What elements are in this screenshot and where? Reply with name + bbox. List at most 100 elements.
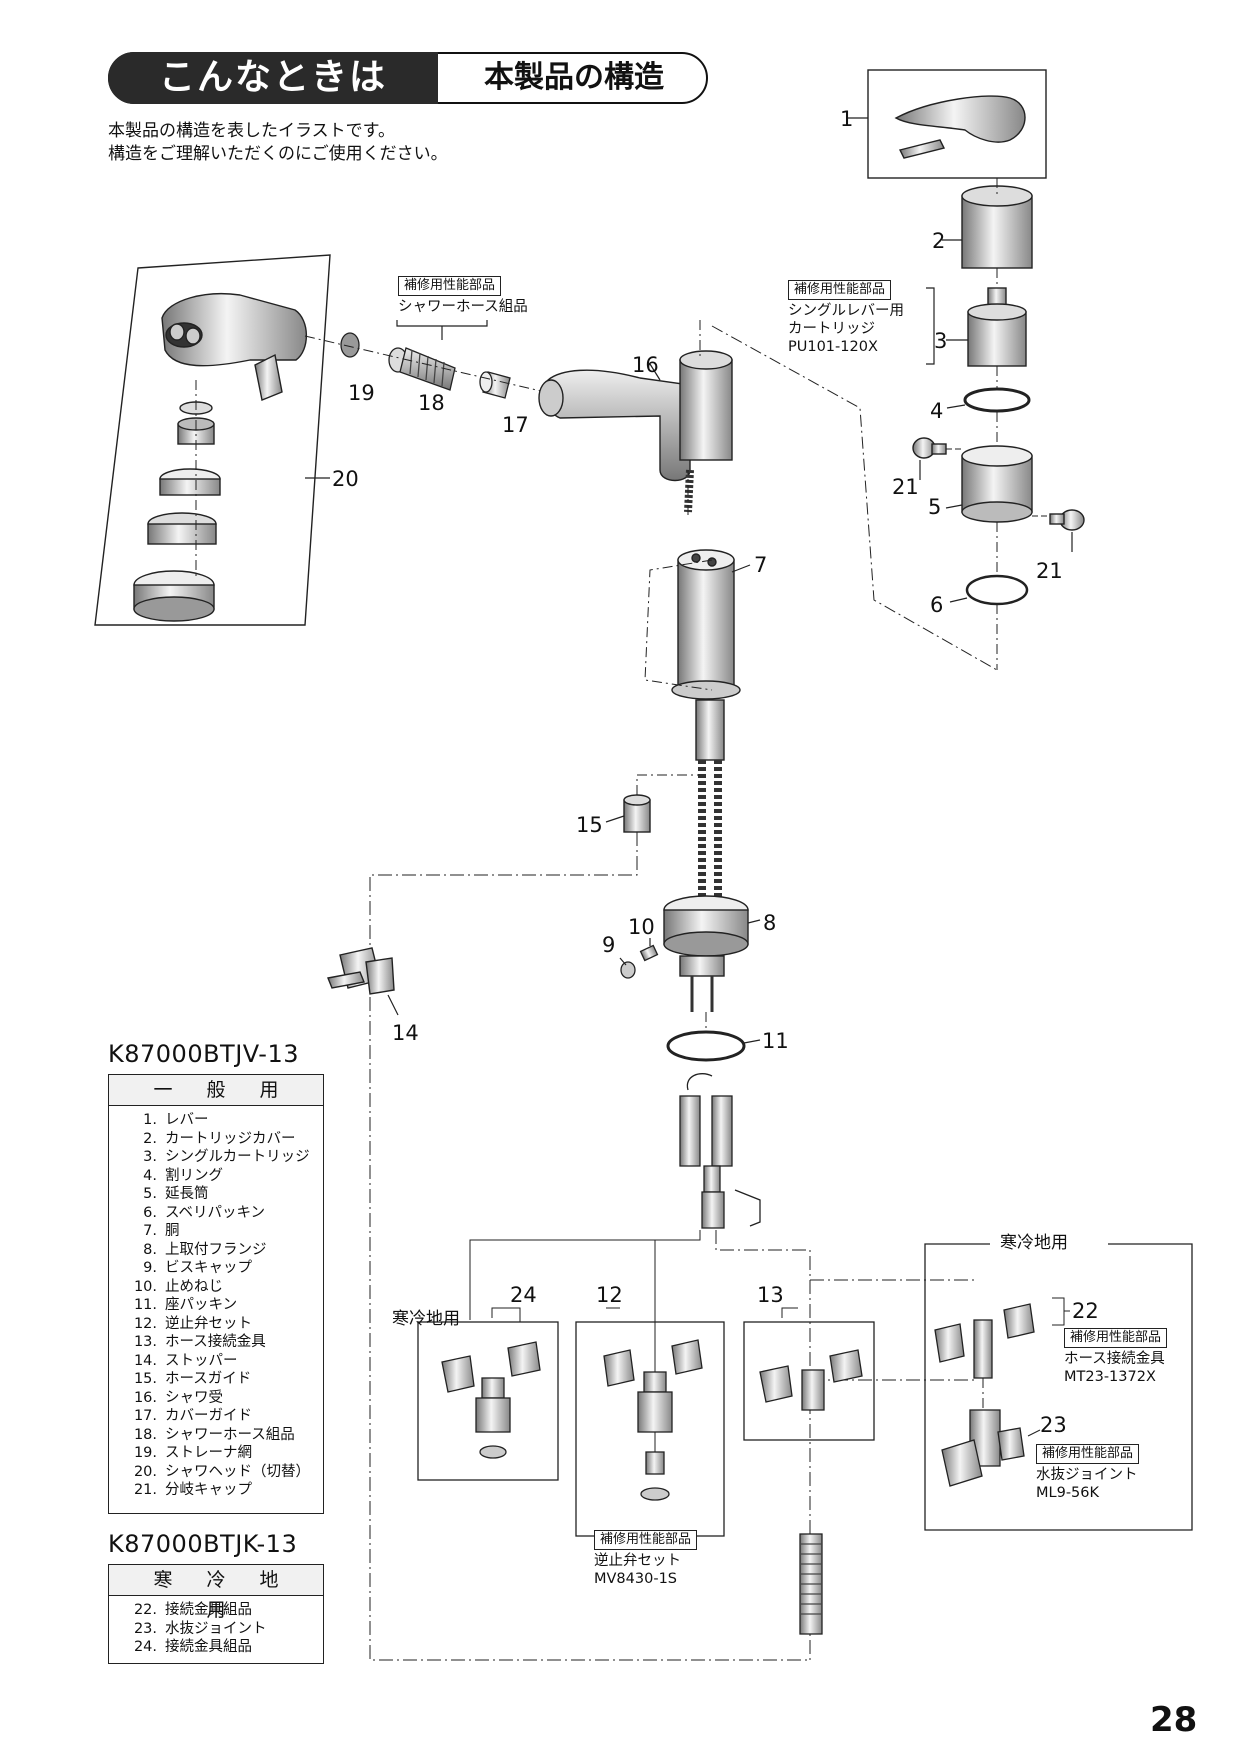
hose-guide-part bbox=[623, 794, 651, 833]
parts-list-item: 23.水抜ジョイント bbox=[127, 1620, 323, 1639]
cold-region-label-right: 寒冷地用 bbox=[994, 1234, 1074, 1252]
parts-list-item: 19.ストレーナ網 bbox=[127, 1444, 323, 1463]
part-number: 19. bbox=[133, 1445, 157, 1461]
intro-text: 本製品の構造を表したイラストです。 構造をご理解いただくのにご使用ください。 bbox=[108, 120, 448, 166]
part-name: 延長筒 bbox=[165, 1186, 209, 1202]
part-number: 13. bbox=[133, 1334, 157, 1350]
part-number: 10. bbox=[133, 1278, 157, 1295]
callout-17: 17 bbox=[502, 413, 529, 437]
callout-10: 10 bbox=[628, 915, 655, 939]
branch-cap-part bbox=[912, 437, 1085, 531]
part-name: シングルカートリッジ bbox=[165, 1149, 310, 1165]
cartridge-label-1: シングルレバー用 bbox=[788, 303, 904, 319]
parts-list-item: 1.レバー bbox=[127, 1111, 323, 1130]
parts-list-item: 18.シャワーホース組品 bbox=[127, 1426, 323, 1445]
shower-hose-tag: 補修用性能部品 bbox=[398, 276, 502, 296]
callout-9: 9 bbox=[602, 933, 615, 957]
part-number: 21. bbox=[133, 1482, 157, 1498]
part-number: 24. bbox=[133, 1639, 157, 1655]
parts-list-item: 4. 割リング bbox=[127, 1167, 323, 1186]
cartridge-cover-part bbox=[961, 185, 1033, 269]
part-name: シャワヘッド（切替） bbox=[165, 1463, 310, 1480]
callout-21a: 21 bbox=[892, 475, 919, 499]
part-name: カートリッジカバー bbox=[165, 1130, 296, 1147]
intro-line-2: 構造をご理解いただくのにご使用ください。 bbox=[108, 144, 448, 164]
parts-list-item: 20. シャワヘッド（切替） bbox=[127, 1463, 323, 1482]
part-name: 座パッキン bbox=[165, 1297, 238, 1313]
callout-6: 6 bbox=[930, 593, 943, 617]
shower-hose-label: シャワーホース組品 bbox=[398, 299, 528, 315]
hose-fitting-tag: 補修用性能部品 bbox=[1064, 1328, 1168, 1348]
callout-1: 1 bbox=[840, 107, 853, 131]
section-header: こんなときは 本製品の構造 bbox=[108, 52, 708, 104]
part-number: 22. bbox=[133, 1602, 157, 1618]
parts-list-item: 17.カバーガイド bbox=[127, 1407, 323, 1426]
callout-23: 23 bbox=[1040, 1413, 1067, 1437]
part-name: 割リング bbox=[165, 1167, 223, 1184]
part-number: 20. bbox=[133, 1463, 157, 1480]
cartridge-tag: 補修用性能部品 bbox=[788, 280, 892, 300]
part-name: 接続金具組品 bbox=[165, 1602, 252, 1618]
cartridge-code: PU101-120X bbox=[788, 339, 878, 355]
check-valve-box-12 bbox=[575, 1321, 725, 1537]
part-name: ホースガイド bbox=[165, 1371, 252, 1387]
slide-packing-part bbox=[965, 574, 1029, 606]
parts-list-item: 10.止めねじ bbox=[127, 1278, 323, 1297]
callout-16: 16 bbox=[632, 353, 659, 377]
callout-21b: 21 bbox=[1036, 559, 1063, 583]
callout-8: 8 bbox=[763, 911, 776, 935]
callout-13: 13 bbox=[757, 1283, 784, 1307]
cartridge-label-2: カートリッジ bbox=[788, 321, 875, 337]
part-name: 逆止弁セット bbox=[165, 1315, 252, 1332]
parts-list-item: 22. 接続金具組品 bbox=[127, 1601, 323, 1620]
part-number: 11. bbox=[133, 1297, 157, 1313]
part-number: 3. bbox=[143, 1149, 157, 1165]
part-name: ビスキャップ bbox=[165, 1260, 252, 1276]
parts-table-cold-header: 寒冷地用 bbox=[109, 1565, 323, 1621]
hose-fitting-label: ホース接続金具 bbox=[1064, 1351, 1165, 1367]
parts-list-item: 9.ビスキャップ bbox=[127, 1259, 323, 1278]
flex-hose-part bbox=[799, 1533, 823, 1635]
cover-guide-part bbox=[479, 371, 511, 399]
callout-18: 18 bbox=[418, 391, 445, 415]
parts-list-item: 3. シングルカートリッジ bbox=[127, 1148, 323, 1167]
part-number: 2. bbox=[143, 1130, 157, 1147]
parts-list-item: 8.上取付フランジ bbox=[127, 1241, 323, 1260]
part-number: 12. bbox=[133, 1315, 157, 1332]
parts-list-item: 12. 逆止弁セット bbox=[127, 1315, 323, 1334]
part-number: 23. bbox=[133, 1620, 157, 1637]
cold-region-label-left: 寒冷地用 bbox=[392, 1309, 460, 1329]
parts-list-item: 15.ホースガイド bbox=[127, 1370, 323, 1389]
model-cold: K87000BTJK-13 bbox=[108, 1530, 298, 1558]
section-label: こんなときは bbox=[108, 52, 438, 104]
set-screw-part bbox=[639, 944, 659, 962]
callout-20: 20 bbox=[332, 467, 359, 491]
parts-list-item: 24.接続金具組品 bbox=[127, 1638, 323, 1657]
upper-flange-part bbox=[663, 895, 749, 1012]
callout-7: 7 bbox=[754, 553, 767, 577]
part-number: 6. bbox=[143, 1204, 157, 1221]
hose-fitting-code: MT23-1372X bbox=[1064, 1369, 1156, 1385]
parts-list-item: 6.スベリパッキン bbox=[127, 1204, 323, 1223]
seat-packing-part bbox=[666, 1030, 746, 1062]
check-valve-tag: 補修用性能部品 bbox=[594, 1530, 698, 1550]
parts-list-item: 21.分岐キャップ bbox=[127, 1481, 323, 1500]
shower-holder-part bbox=[538, 350, 733, 513]
lever-part bbox=[867, 69, 1047, 179]
part-number: 18. bbox=[133, 1426, 157, 1443]
drain-joint-label: 水抜ジョイント bbox=[1036, 1467, 1138, 1483]
callout-22: 22 bbox=[1072, 1299, 1099, 1323]
part-number: 1. bbox=[143, 1112, 157, 1128]
part-number: 4. bbox=[143, 1167, 157, 1184]
screw-cap-part bbox=[620, 961, 636, 979]
parts-list-item: 14.ストッパー bbox=[127, 1352, 323, 1371]
part-name: ストッパー bbox=[165, 1352, 238, 1369]
supply-hoses bbox=[679, 1073, 761, 1229]
callout-15: 15 bbox=[576, 813, 603, 837]
check-valve-code: MV8430-1S bbox=[594, 1571, 677, 1587]
part-name: 胴 bbox=[165, 1223, 180, 1239]
